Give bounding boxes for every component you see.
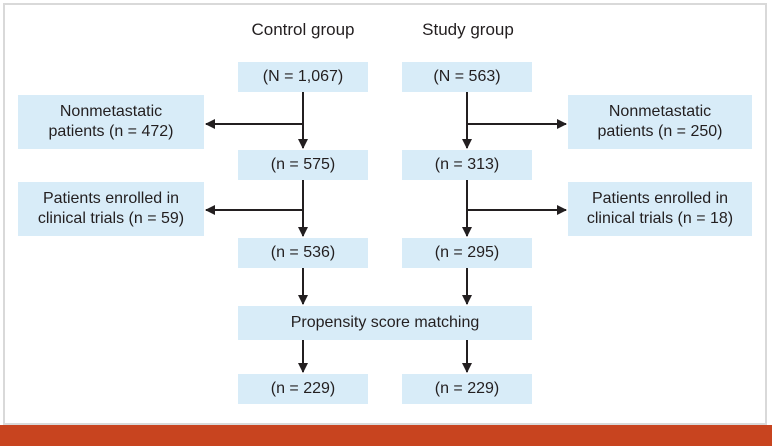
control-excluded-trials-line2: clinical trials (n = 59) (37, 210, 185, 227)
study-after-trials-text: (n = 295) (434, 244, 500, 261)
study-excluded-trials-line1: Patients enrolled in (591, 190, 729, 207)
control-after-nonmetastatic-text: (n = 575) (270, 156, 336, 173)
propensity-matching-text: Propensity score matching (290, 314, 480, 331)
study-matched-box: (n = 229) (402, 374, 532, 404)
control-excluded-nonmetastatic-line2: patients (n = 472) (48, 123, 174, 140)
propensity-matching-box: Propensity score matching (238, 306, 532, 340)
study-excluded-nonmetastatic-line1: Nonmetastatic (608, 103, 712, 120)
control-excluded-trials-line1: Patients enrolled in (42, 190, 180, 207)
control-matched-text: (n = 229) (270, 380, 336, 397)
control-group-header: Control group (251, 20, 355, 39)
study-after-nonmetastatic-box: (n = 313) (402, 150, 532, 180)
study-after-trials-box: (n = 295) (402, 238, 532, 268)
study-total-text: (N = 563) (433, 68, 501, 85)
study-matched-text: (n = 229) (434, 380, 500, 397)
study-group-header: Study group (422, 20, 514, 39)
control-matched-box: (n = 229) (238, 374, 368, 404)
control-excluded-nonmetastatic-line1: Nonmetastatic (59, 103, 163, 120)
control-total-box: (N = 1,067) (238, 62, 368, 92)
study-after-nonmetastatic-text: (n = 313) (434, 156, 500, 173)
study-excluded-nonmetastatic-box: Nonmetastatic patients (n = 250) (568, 95, 752, 149)
control-total-text: (N = 1,067) (262, 68, 344, 85)
study-excluded-trials-box: Patients enrolled in clinical trials (n … (568, 182, 752, 236)
control-after-nonmetastatic-box: (n = 575) (238, 150, 368, 180)
control-excluded-trials-box: Patients enrolled in clinical trials (n … (18, 182, 204, 236)
control-excluded-nonmetastatic-box: Nonmetastatic patients (n = 472) (18, 95, 204, 149)
study-total-box: (N = 563) (402, 62, 532, 92)
accent-bar (0, 425, 772, 446)
control-after-trials-box: (n = 536) (238, 238, 368, 268)
control-after-trials-text: (n = 536) (270, 244, 336, 261)
study-excluded-nonmetastatic-line2: patients (n = 250) (597, 123, 723, 140)
study-excluded-trials-line2: clinical trials (n = 18) (586, 210, 734, 227)
